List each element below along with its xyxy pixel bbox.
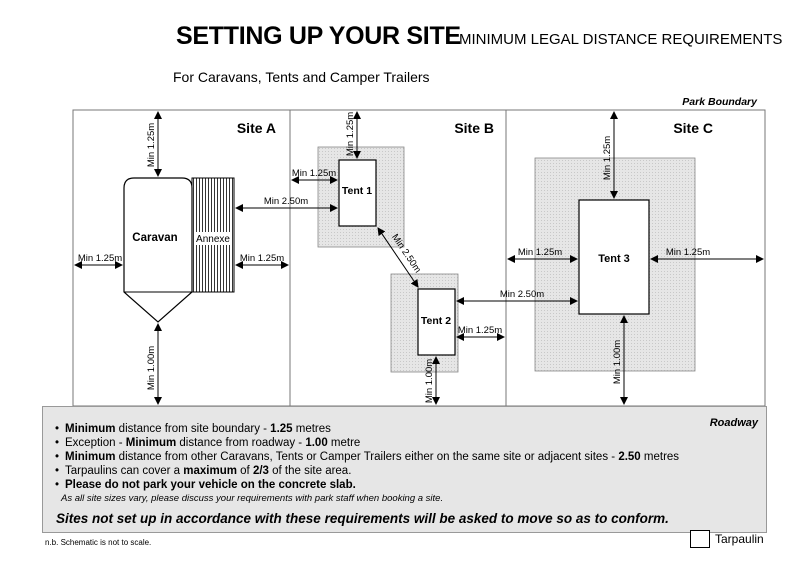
dim-caravan-bottom-label: Min 1.00m [146,346,157,390]
booking-note: As all site sizes vary, please discuss y… [61,493,444,504]
tent-3-label: Tent 3 [598,253,630,265]
dim-tent3-top-label: Min 1.25m [602,136,613,180]
requirement-item: Minimum distance from site boundary - 1.… [55,422,679,436]
page-subtitle: MINIMUM LEGAL DISTANCE REQUIREMENTS [459,31,783,48]
page-subheading: For Caravans, Tents and Camper Trailers [173,69,430,85]
requirement-item: Tarpaulins can cover a maximum of 2/3 of… [55,464,679,478]
tarpaulin-legend-swatch [690,530,710,548]
dim-caravan-top-label: Min 1.25m [146,123,157,167]
dim-tent1-top-label: Min 1.25m [345,112,356,156]
dim-tent1-tent2 [377,227,419,288]
requirement-item: Exception - Minimum distance from roadwa… [55,436,679,450]
roadway-label: Roadway [709,417,758,429]
conformance-warning: Sites not set up in accordance with thes… [56,511,669,526]
tent-1-label: Tent 1 [342,185,372,197]
dim-caravan-left-label: Min 1.25m [78,253,122,264]
dim-tent1-left-label: Min 1.25m [292,168,336,179]
dim-annexe-tent1-label: Min 2.50m [264,196,308,207]
requirement-item: Minimum distance from other Caravans, Te… [55,450,679,464]
park-boundary-label: Park Boundary [682,96,758,108]
caravan [123,177,193,323]
dim-tent2-right-label: Min 1.25m [458,325,502,336]
dim-annexe-right-label: Min 1.25m [240,253,284,264]
requirement-item: Please do not park your vehicle on the c… [55,478,679,492]
requirements-list: Minimum distance from site boundary - 1.… [55,422,679,492]
legend: Tarpaulin [690,530,764,548]
scale-note: n.b. Schematic is not to scale. [45,538,152,547]
dim-tent3-right-label: Min 1.25m [666,247,710,258]
site-b-label: Site B [454,120,494,136]
tent-2-label: Tent 2 [421,315,451,327]
tent-3 [578,199,650,315]
caravan-label: Caravan [132,232,177,244]
dim-tent3-left-label: Min 1.25m [518,247,562,258]
tarpaulin-legend-label: Tarpaulin [715,532,764,546]
dim-tent2-bottom-label: Min 1.00m [424,359,435,403]
dim-tent3-bottom-label: Min 1.00m [612,340,623,384]
tent-1 [338,159,377,227]
site-a-label: Site A [237,120,276,136]
dim-tent2-tent3-label: Min 2.50m [500,289,544,300]
requirements-panel: Roadway Minimum distance from site bound… [42,406,767,533]
page-title: SETTING UP YOUR SITE [176,22,461,50]
site-c-label: Site C [673,120,713,136]
tent-2 [417,288,456,356]
annexe-label: Annexe [196,234,230,245]
